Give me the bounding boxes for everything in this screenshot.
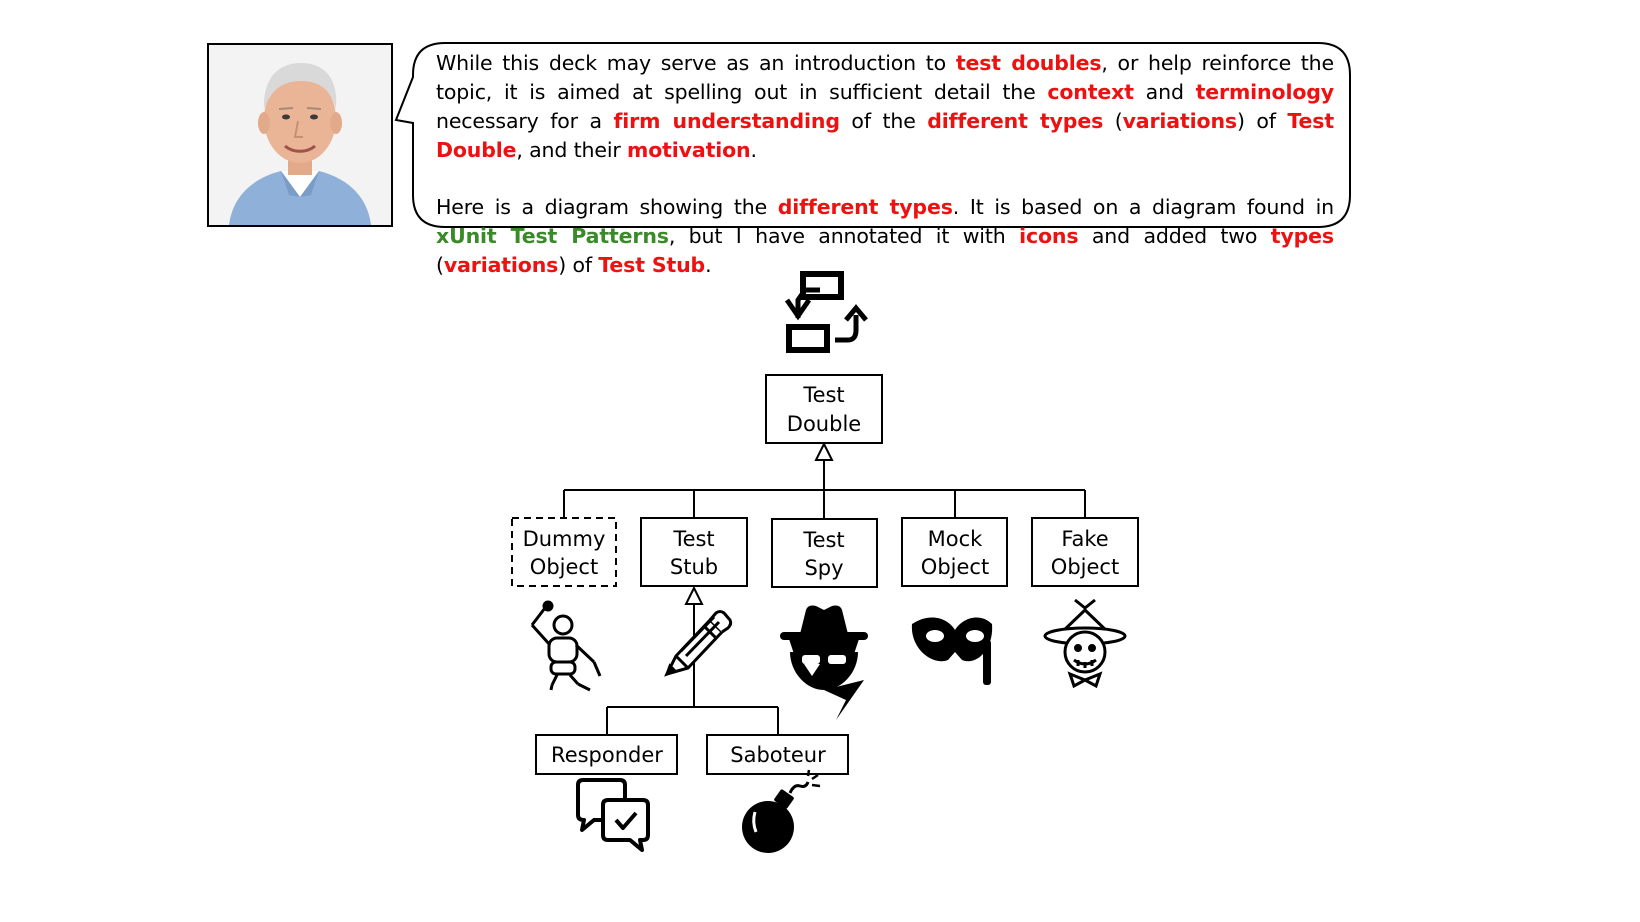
inheritance-arrow — [814, 441, 834, 461]
person-portrait-icon — [209, 45, 391, 225]
node-mock-object: Mock Object — [901, 517, 1008, 587]
mask-icon — [911, 617, 993, 685]
node-test-spy: Test Spy — [771, 518, 878, 588]
callout-text: While this deck may serve as an introduc… — [436, 49, 1334, 280]
callout-paragraph-1: While this deck may serve as an introduc… — [436, 49, 1334, 165]
highlight-term: types — [1270, 224, 1334, 248]
svg-text:Stub: Stub — [670, 555, 718, 579]
spy-icon — [780, 605, 868, 720]
callout-text-segment: , or help reinforce the topic, it is aim… — [436, 51, 1334, 104]
highlight-term: variations — [1122, 109, 1238, 133]
highlight-term: test doubles — [955, 51, 1102, 75]
callout-text-segment: , but I have annotated it with — [668, 224, 1020, 248]
callout-text-segment: ( — [436, 253, 444, 277]
callout-text-segment: ( — [1103, 109, 1123, 133]
bomb-icon — [742, 769, 821, 853]
callout-text-segment: ) of — [1236, 109, 1288, 133]
mannequin-icon — [530, 600, 602, 692]
highlight-term: Test Stub — [598, 253, 706, 277]
scarecrow-icon — [1043, 598, 1127, 689]
chat-check-icon — [576, 778, 650, 852]
callout-text-segment: . — [705, 253, 712, 277]
node-saboteur: Saboteur — [706, 734, 849, 775]
highlight-term: variations — [443, 253, 559, 277]
callout-text-segment: , and their — [516, 138, 628, 162]
author-photo — [207, 43, 393, 227]
svg-text:Dummy: Dummy — [523, 527, 606, 551]
node-responder: Responder — [535, 734, 678, 775]
highlight-term: different types — [777, 195, 953, 219]
svg-text:Double: Double — [787, 412, 861, 436]
svg-text:Test: Test — [802, 383, 844, 407]
callout-text-segment: Here is a diagram showing the — [436, 195, 778, 219]
svg-text:Mock: Mock — [928, 527, 984, 551]
inheritance-arrow — [684, 585, 704, 605]
svg-text:Object: Object — [530, 555, 598, 579]
highlight-term: firm understanding — [613, 109, 840, 133]
highlight-term: context — [1047, 80, 1134, 104]
node-test-double: Test Double — [765, 374, 883, 444]
svg-text:Test: Test — [672, 527, 714, 551]
callout-text-segment: of the — [839, 109, 928, 133]
callout-text-segment: necessary for a — [436, 109, 614, 133]
svg-text:Fake: Fake — [1061, 527, 1108, 551]
highlight-term: icons — [1019, 224, 1079, 248]
book-reference: xUnit Test Patterns — [436, 224, 669, 248]
callout-text-segment: and added two — [1078, 224, 1271, 248]
callout-text-segment: and — [1133, 80, 1196, 104]
svg-text:Test: Test — [802, 528, 844, 552]
svg-text:Object: Object — [1051, 555, 1119, 579]
svg-text:Saboteur: Saboteur — [730, 743, 826, 767]
callout-text-segment: While this deck may serve as an introduc… — [436, 51, 956, 75]
callout-text-segment: ) of — [558, 253, 599, 277]
svg-text:Responder: Responder — [551, 743, 663, 767]
connectors — [563, 458, 1086, 735]
highlight-term: terminology — [1195, 80, 1335, 104]
callout-text-segment: . — [750, 138, 758, 162]
swap-icon — [784, 271, 868, 353]
highlight-term: Test Double — [436, 109, 1334, 162]
node-test-stub: Test Stub — [640, 517, 748, 587]
svg-text:Object: Object — [921, 555, 989, 579]
highlight-term: motivation — [627, 138, 751, 162]
callout-text-segment: . It is based on a diagram found in — [952, 195, 1334, 219]
highlight-term: different types — [927, 109, 1104, 133]
callout-paragraph-2: Here is a diagram showing the different … — [436, 193, 1334, 280]
svg-text:Spy: Spy — [804, 556, 843, 580]
node-fake-object: Fake Object — [1031, 517, 1139, 587]
pencil-icon — [664, 610, 733, 677]
node-dummy-object: Dummy Object — [511, 517, 617, 587]
